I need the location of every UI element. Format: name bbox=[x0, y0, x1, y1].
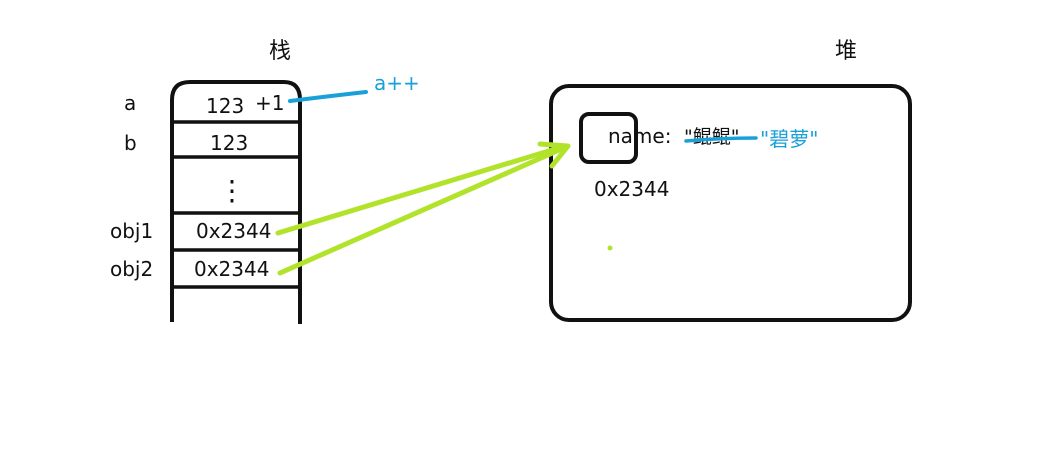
stack-title: 栈 bbox=[269, 39, 291, 64]
stack-row-value: 0x2344 bbox=[196, 219, 271, 243]
heap: name: "鲲鲲" "碧萝" 0x2344 bbox=[549, 84, 912, 322]
stack-ellipsis: ⋮ bbox=[218, 174, 246, 207]
property-key: name: bbox=[608, 124, 671, 148]
new-property-value: "碧萝" bbox=[760, 127, 818, 151]
green-dot bbox=[607, 245, 613, 251]
heap-frame bbox=[549, 84, 912, 322]
stack-row-label: a bbox=[124, 91, 136, 115]
stack-frame bbox=[170, 80, 302, 324]
object-address: 0x2344 bbox=[594, 177, 669, 201]
strikethrough-mark bbox=[684, 136, 758, 143]
increment-arrow bbox=[288, 90, 368, 103]
object-slot bbox=[579, 112, 638, 164]
reference-arrows bbox=[275, 141, 571, 276]
old-property-value: "鲲鲲" bbox=[684, 126, 739, 148]
heap-title: 堆 bbox=[835, 39, 857, 64]
increment-annotation: a++ bbox=[374, 71, 420, 95]
stack-row-value: 123 bbox=[206, 94, 244, 118]
stack: a b obj1 obj2 123 +1 123 ⋮ 0x2344 0x2344 bbox=[110, 80, 302, 324]
stack-row-value: 0x2344 bbox=[194, 257, 269, 281]
obj2-reference-arrow bbox=[277, 144, 569, 276]
increment-note: +1 bbox=[255, 91, 284, 115]
obj1-reference-arrow bbox=[275, 144, 565, 236]
stack-row-label: b bbox=[124, 131, 137, 155]
stack-row-value: 123 bbox=[210, 131, 248, 155]
arrowhead bbox=[537, 141, 571, 169]
stack-row-label: obj1 bbox=[110, 219, 153, 243]
stack-row-label: obj2 bbox=[110, 257, 153, 281]
